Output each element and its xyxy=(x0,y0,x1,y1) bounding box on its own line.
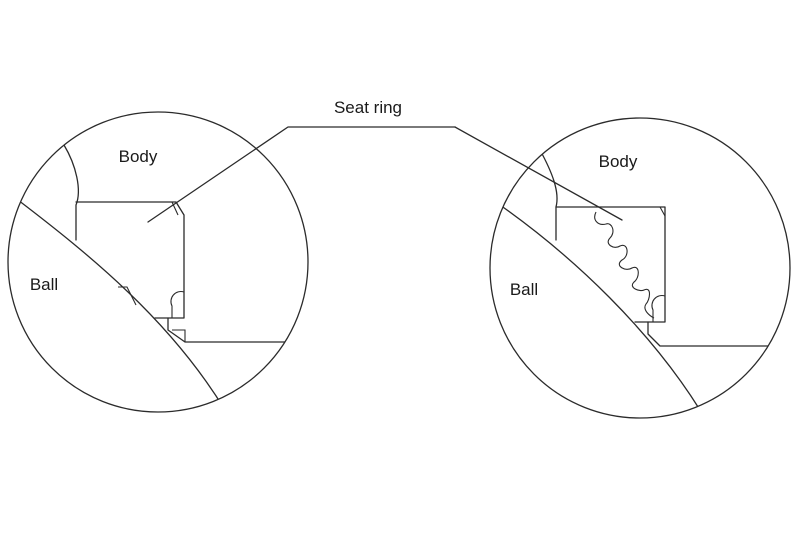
right-seat-seal-notch xyxy=(651,294,666,322)
leader-line-right xyxy=(454,126,623,221)
left-seat-lip xyxy=(118,286,137,306)
seat-ring-label: Seat ring xyxy=(334,98,402,117)
right-seat-ring xyxy=(555,206,666,323)
left-ball-surface xyxy=(17,199,226,411)
right-ball-label: Ball xyxy=(510,280,538,299)
right-ball-surface xyxy=(499,204,701,411)
right-body-profile xyxy=(539,149,558,241)
right-seat-damage-profile xyxy=(594,211,655,319)
seat-ring-leader-lines xyxy=(147,126,623,223)
left-body-step xyxy=(167,317,291,343)
leader-line-left xyxy=(147,126,456,223)
left-body-profile xyxy=(63,144,79,241)
left-seat-chamfer-top xyxy=(171,201,179,216)
left-detail-circle xyxy=(7,111,309,413)
left-body-label: Body xyxy=(119,147,158,166)
left-detail: Body Ball xyxy=(7,111,309,413)
left-body-step-inner xyxy=(172,329,186,342)
right-body-step xyxy=(647,321,776,347)
left-seat-seal-notch xyxy=(170,290,185,318)
right-detail: Body Ball xyxy=(489,117,791,419)
left-seat-ring xyxy=(75,201,185,319)
right-body-label: Body xyxy=(599,152,638,171)
right-seat-chamfer-top xyxy=(659,206,666,217)
right-detail-circle xyxy=(489,117,791,419)
left-ball-label: Ball xyxy=(30,275,58,294)
